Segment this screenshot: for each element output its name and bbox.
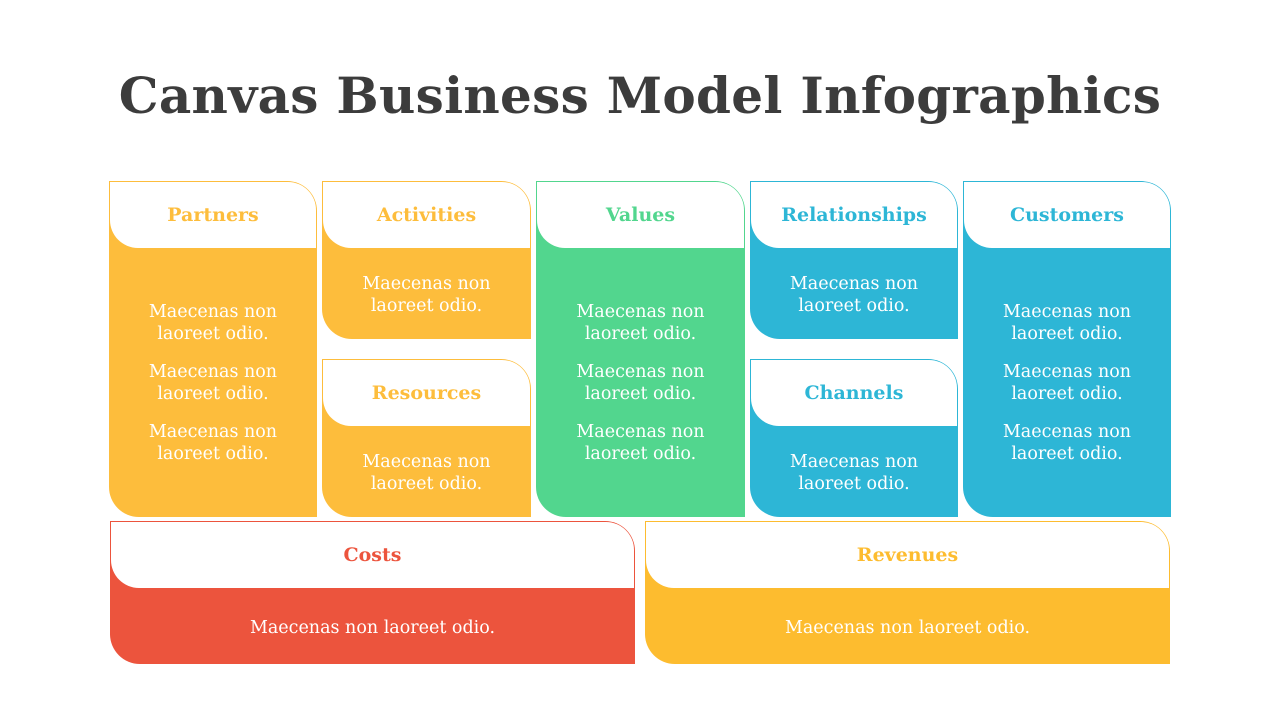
card-partners-body: Maecenas non laoreet odio. Maecenas non … [109, 249, 317, 517]
card-revenues-text: Maecenas non laoreet odio. [784, 617, 1031, 638]
card-relationships-body: Maecenas non laoreet odio. [750, 249, 958, 339]
card-partners: Partners Maecenas non laoreet odio. Maec… [109, 181, 317, 517]
card-values-text: Maecenas non laoreet odio. [576, 362, 705, 404]
card-activities: Activities Maecenas non laoreet odio. [322, 181, 531, 339]
card-partners-text: Maecenas non laoreet odio. [148, 362, 278, 404]
card-activities-text: Maecenas non laoreet odio. [362, 274, 491, 316]
card-customers-text: Maecenas non laoreet odio. [1002, 422, 1132, 464]
card-customers-title: Customers [964, 182, 1170, 248]
card-activities-title: Activities [323, 182, 530, 248]
card-values: Values Maecenas non laoreet odio. Maecen… [536, 181, 745, 517]
card-revenues: Revenues Maecenas non laoreet odio. [645, 521, 1170, 664]
card-relationships-title: Relationships [751, 182, 957, 248]
card-customers-text: Maecenas non laoreet odio. [1002, 302, 1132, 344]
card-customers-body: Maecenas non laoreet odio. Maecenas non … [963, 249, 1171, 517]
card-resources-body: Maecenas non laoreet odio. [322, 427, 531, 517]
card-revenues-title: Revenues [646, 522, 1169, 588]
card-channels-body: Maecenas non laoreet odio. [750, 427, 958, 517]
card-costs: Costs Maecenas non laoreet odio. [110, 521, 635, 664]
card-customers-text: Maecenas non laoreet odio. [1002, 362, 1132, 404]
card-channels-title: Channels [751, 360, 957, 426]
card-values-text: Maecenas non laoreet odio. [576, 302, 705, 344]
card-revenues-body: Maecenas non laoreet odio. [645, 589, 1170, 664]
card-relationships-text: Maecenas non laoreet odio. [789, 274, 919, 316]
card-values-title: Values [537, 182, 744, 248]
card-activities-body: Maecenas non laoreet odio. [322, 249, 531, 339]
card-costs-body: Maecenas non laoreet odio. [110, 589, 635, 664]
card-resources-text: Maecenas non laoreet odio. [362, 452, 491, 494]
card-resources: Resources Maecenas non laoreet odio. [322, 359, 531, 517]
card-channels-text: Maecenas non laoreet odio. [789, 452, 919, 494]
card-partners-text: Maecenas non laoreet odio. [148, 422, 278, 464]
card-relationships: Relationships Maecenas non laoreet odio. [750, 181, 958, 339]
card-values-text: Maecenas non laoreet odio. [576, 422, 705, 464]
card-channels: Channels Maecenas non laoreet odio. [750, 359, 958, 517]
card-resources-title: Resources [323, 360, 530, 426]
card-costs-text: Maecenas non laoreet odio. [249, 617, 496, 638]
card-values-body: Maecenas non laoreet odio. Maecenas non … [536, 249, 745, 517]
card-costs-title: Costs [111, 522, 634, 588]
card-customers: Customers Maecenas non laoreet odio. Mae… [963, 181, 1171, 517]
card-partners-text: Maecenas non laoreet odio. [148, 302, 278, 344]
card-partners-title: Partners [110, 182, 316, 248]
page-title: Canvas Business Model Infographics [118, 66, 1162, 125]
